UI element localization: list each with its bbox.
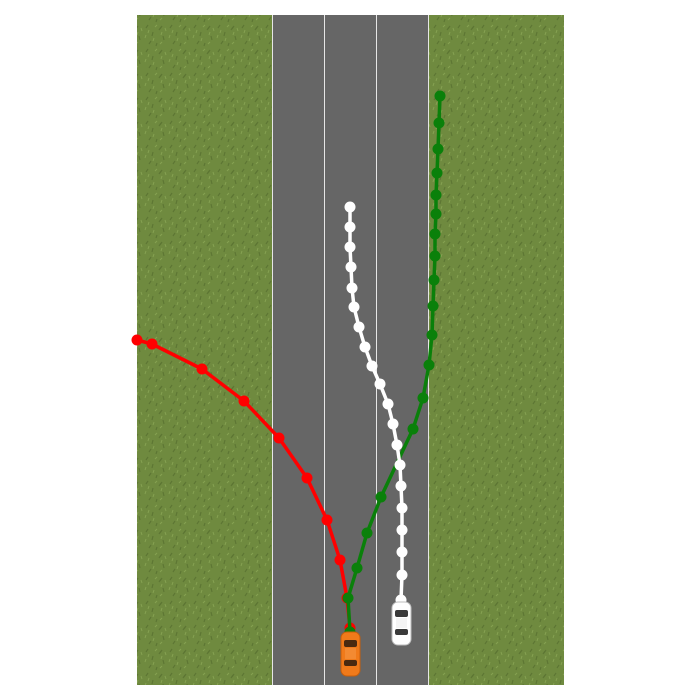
white-trajectory-point <box>394 459 406 471</box>
red-trajectory-point <box>334 554 346 566</box>
white-trajectory-point <box>391 439 403 451</box>
white-trajectory-point <box>374 378 386 390</box>
white-trajectory-point <box>348 301 360 313</box>
white-trajectory-point <box>396 524 408 536</box>
white-trajectory-point <box>344 221 356 233</box>
white-trajectory-point <box>382 398 394 410</box>
green-trajectory-point <box>430 189 442 201</box>
red-trajectory-point <box>238 395 250 407</box>
green-trajectory-point <box>426 329 438 341</box>
red-trajectory-point <box>131 334 143 346</box>
green-trajectory-point <box>434 90 446 102</box>
white-trajectory-point <box>346 282 358 294</box>
green-trajectory-point <box>431 167 443 179</box>
red-trajectory-point <box>321 514 333 526</box>
green-trajectory-point <box>433 117 445 129</box>
red-trajectory-point <box>146 338 158 350</box>
green-trajectory-point <box>423 359 435 371</box>
white-trajectory-point <box>345 261 357 273</box>
green-trajectory-point <box>407 423 419 435</box>
white-trajectory-point <box>344 201 356 213</box>
grass-right <box>429 15 564 685</box>
white-trajectory-point <box>396 569 408 581</box>
grass-left <box>137 15 272 685</box>
green-trajectory-point <box>429 250 441 262</box>
green-trajectory-point <box>428 274 440 286</box>
green-trajectory-point <box>361 527 373 539</box>
green-trajectory <box>342 90 446 638</box>
white-trajectory-point <box>396 546 408 558</box>
white-trajectory-point <box>359 341 371 353</box>
white-trajectory-point <box>396 502 408 514</box>
trajectories <box>131 90 446 638</box>
white-trajectory-point <box>353 321 365 333</box>
white-trajectory <box>344 201 408 606</box>
red-trajectory-point <box>196 363 208 375</box>
green-trajectory-point <box>375 491 387 503</box>
green-trajectory-point <box>427 300 439 312</box>
red-trajectory-point <box>273 432 285 444</box>
green-trajectory-point <box>351 562 363 574</box>
white-trajectory-point <box>387 418 399 430</box>
green-trajectory-point <box>432 143 444 155</box>
green-trajectory-point <box>342 592 354 604</box>
green-trajectory-point <box>430 208 442 220</box>
ego-car <box>340 631 361 677</box>
white-trajectory-point <box>395 480 407 492</box>
red-trajectory-line <box>136 338 352 629</box>
green-trajectory-point <box>429 228 441 240</box>
red-trajectory-point <box>301 472 313 484</box>
other-car <box>391 601 412 646</box>
white-trajectory-point <box>344 241 356 253</box>
white-trajectory-point <box>366 360 378 372</box>
road <box>272 15 429 685</box>
green-trajectory-point <box>417 392 429 404</box>
